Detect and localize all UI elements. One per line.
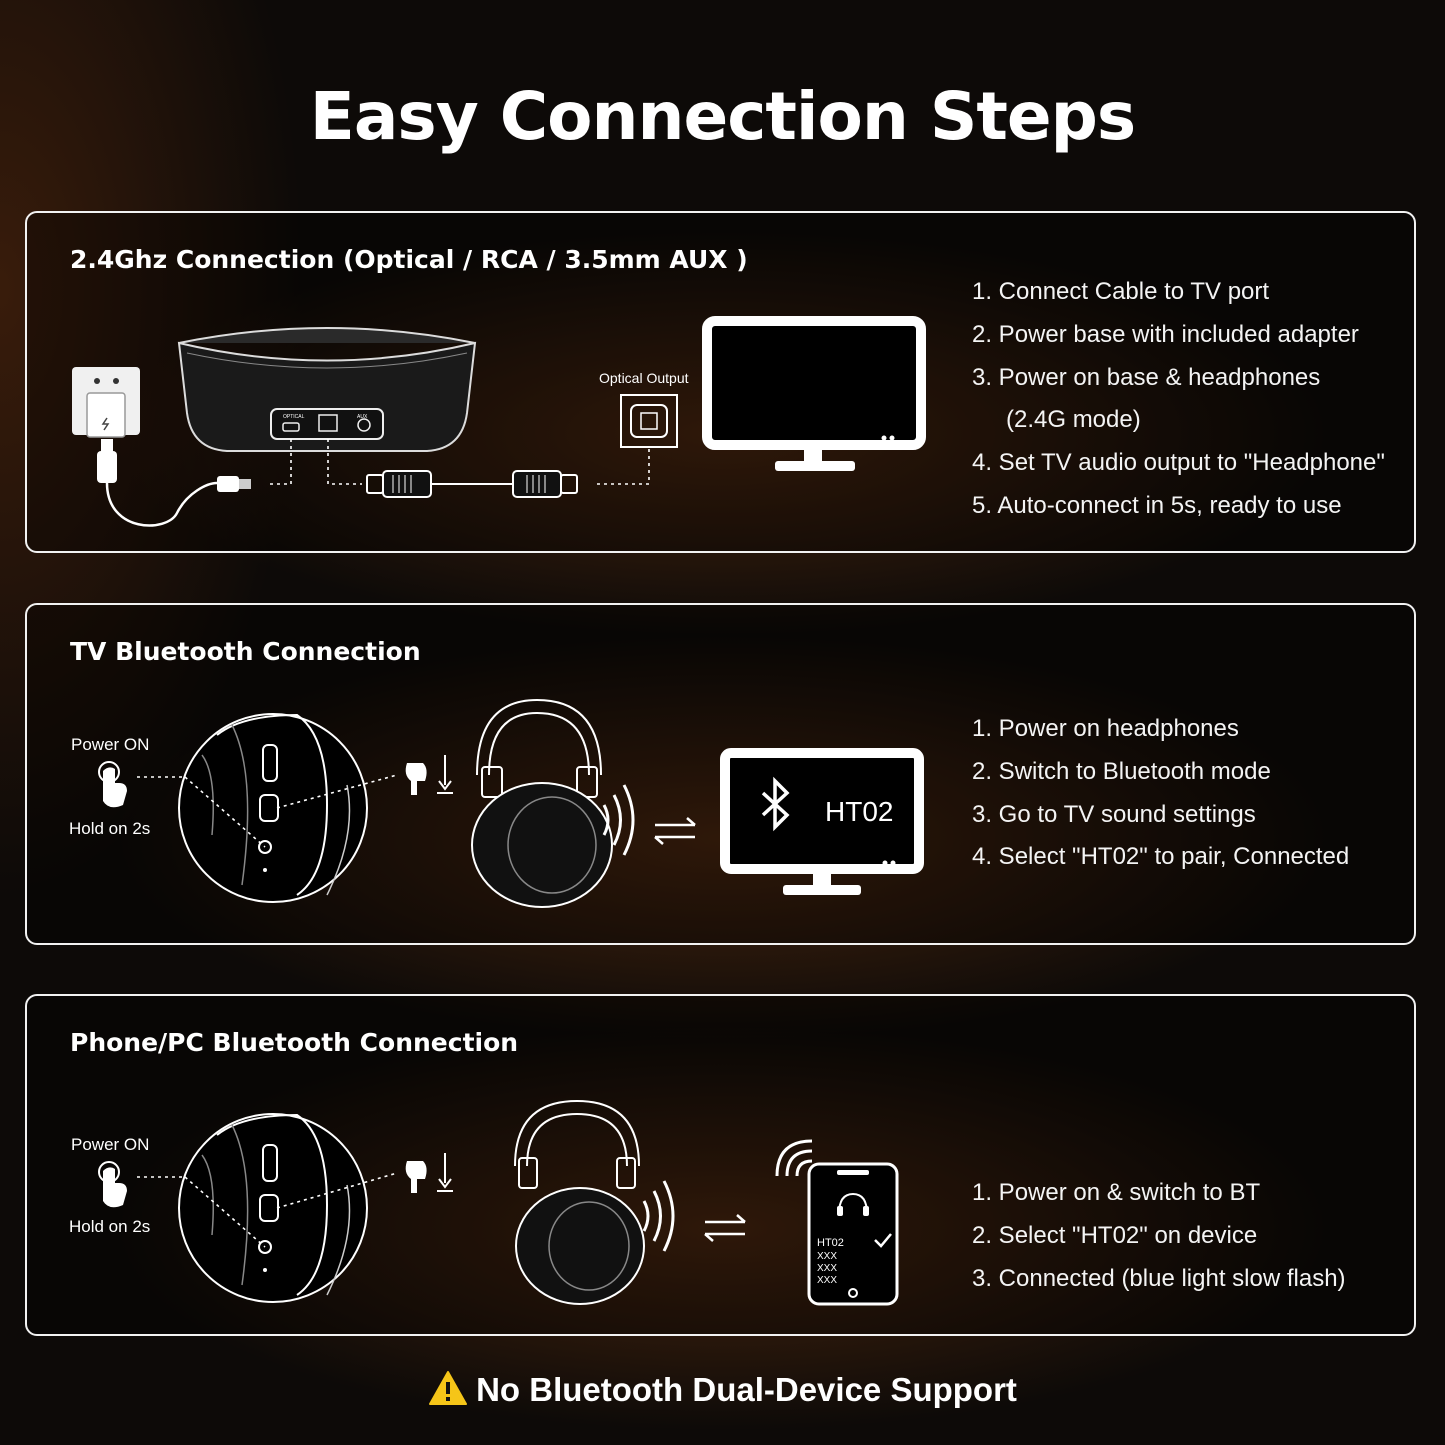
hold-label: Hold on 2s — [69, 1217, 150, 1236]
wifi-signal-icon — [602, 784, 635, 856]
tv-icon: HT02 — [720, 748, 924, 895]
wall-adapter-icon — [72, 367, 140, 483]
step-item: 5. Auto-connect in 5s, ready to use — [972, 491, 1342, 519]
bluetooth-icon — [761, 776, 790, 832]
step-item: 2. Select "HT02" on device — [972, 1221, 1258, 1249]
wifi-signal-icon — [642, 1180, 675, 1252]
footer-note-text: No Bluetooth Dual-Device Support — [476, 1371, 1017, 1408]
tv-icon — [702, 316, 926, 471]
exchange-arrows-icon — [654, 817, 696, 845]
phone-bluetooth-diagram: Power ON Hold on 2s — [69, 1099, 899, 1306]
step-item: (2.4G mode) — [1006, 406, 1141, 434]
panel-title: Phone/PC Bluetooth Connection — [70, 1028, 519, 1057]
switch-hand-icon — [405, 1153, 453, 1193]
base-station-icon: OPTICAL AUX — [177, 327, 477, 452]
panel-title: TV Bluetooth Connection — [70, 637, 421, 666]
optical-port-icon — [620, 394, 678, 448]
step-item: 4. Select "HT02" to pair, Connected — [972, 843, 1350, 871]
hold-label: Hold on 2s — [69, 819, 150, 838]
panel-2-4ghz-connection: 2.4Ghz Connection (Optical / RCA / 3.5mm… — [25, 211, 1416, 553]
exchange-arrows-icon — [704, 1214, 746, 1242]
headphone-button-zoom-icon — [178, 1113, 368, 1303]
headphone-button-zoom-icon — [178, 713, 368, 903]
wifi-signal-icon — [775, 1139, 813, 1177]
footer-note: No Bluetooth Dual-Device Support — [0, 1370, 1445, 1409]
step-item: 3. Power on base & headphones — [972, 363, 1321, 391]
step-item: 1. Power on headphones — [972, 715, 1239, 742]
port-label-aux: AUX — [357, 414, 368, 420]
warning-icon — [429, 1371, 468, 1405]
phone-list-item: XXX — [817, 1251, 837, 1262]
steps-list: 1. Power on headphones 2. Switch to Blue… — [972, 708, 1349, 879]
step-item: 1. Power on & switch to BT — [972, 1179, 1261, 1206]
step-item: 3. Connected (blue light slow flash) — [972, 1264, 1346, 1292]
step-item: 1. Connect Cable to TV port — [972, 278, 1270, 305]
switch-hand-icon — [405, 755, 453, 795]
panel-title: 2.4Ghz Connection (Optical / RCA / 3.5mm… — [70, 245, 748, 274]
check-icon — [874, 1233, 892, 1248]
steps-list: 1. Connect Cable to TV port 2. Power bas… — [972, 271, 1385, 528]
press-hand-icon — [98, 761, 127, 808]
headphones-icon — [514, 1099, 645, 1305]
page-title: Easy Connection Steps — [309, 78, 1136, 155]
2-4ghz-diagram: OPTICAL AUX Optical Output — [72, 316, 926, 527]
steps-list: 1. Power on & switch to BT 2. Select "HT… — [972, 1172, 1346, 1300]
panel-phone-pc-bluetooth-connection: Phone/PC Bluetooth Connection Power ON H… — [25, 994, 1416, 1336]
press-hand-icon — [98, 1161, 127, 1208]
phone-list-item: HT02 — [817, 1237, 844, 1249]
panel-tv-bluetooth-connection: TV Bluetooth Connection Power ON Hold on… — [25, 603, 1416, 945]
power-on-label: Power ON — [71, 1135, 149, 1154]
step-item: 2. Power base with included adapter — [972, 320, 1359, 348]
power-cable — [105, 481, 218, 527]
phone-list-item: XXX — [817, 1275, 837, 1286]
step-item: 2. Switch to Bluetooth mode — [972, 757, 1271, 785]
optical-cable-icon — [366, 470, 578, 498]
tv-device-name: HT02 — [825, 796, 893, 827]
phone-list-item: XXX — [817, 1263, 837, 1274]
headphones-icon — [471, 698, 613, 908]
step-item: 4. Set TV audio output to "Headphone" — [972, 449, 1385, 477]
port-label-optical: OPTICAL — [283, 414, 305, 420]
power-on-label: Power ON — [71, 735, 149, 754]
phone-icon: HT02 XXX XXX XXX — [807, 1162, 899, 1306]
step-item: 3. Go to TV sound settings — [972, 800, 1256, 828]
tv-bluetooth-diagram: Power ON Hold on 2s — [69, 698, 924, 908]
optical-output-label: Optical Output — [599, 370, 689, 386]
usb-plug — [217, 476, 239, 492]
